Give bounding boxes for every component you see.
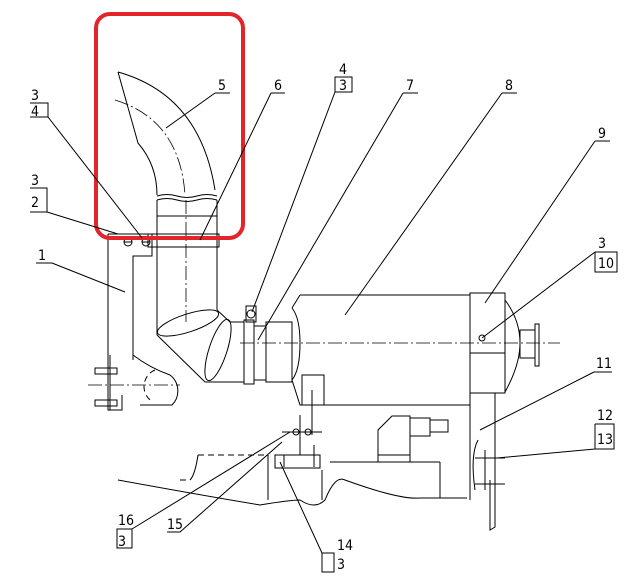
svg-text:16: 16: [118, 513, 134, 529]
svg-text:12: 12: [597, 408, 613, 424]
svg-text:3: 3: [31, 88, 39, 104]
callout-14-3: 14 3: [279, 461, 353, 573]
callout-7: 7: [257, 78, 418, 341]
callout-1: 1: [36, 248, 126, 293]
callout-15: 15: [167, 441, 283, 533]
svg-text:3: 3: [598, 236, 606, 252]
frame: [117, 415, 467, 506]
exhaust-elbow-part-5: [114, 71, 218, 202]
clamp-part-6: [147, 233, 220, 248]
svg-text:13: 13: [597, 432, 613, 448]
exhaust-pipe: [156, 200, 244, 383]
svg-text:3: 3: [118, 534, 126, 550]
callout-8: 8: [344, 78, 517, 316]
svg-text:4: 4: [31, 104, 39, 120]
callout-3-4: 3 4: [30, 88, 143, 239]
svg-text:4: 4: [339, 62, 347, 78]
muffler-part-8: [291, 294, 471, 435]
sensor: [377, 415, 449, 463]
callout-16-3: 16 3: [116, 431, 291, 550]
svg-text:15: 15: [167, 517, 183, 533]
svg-text:2: 2: [31, 195, 39, 211]
svg-text:5: 5: [218, 78, 226, 94]
svg-text:3: 3: [339, 78, 347, 94]
bracket-part-1: [88, 233, 180, 411]
callout-4-3: 4 3: [251, 62, 353, 313]
callout-11: 11: [479, 356, 612, 431]
bracket-part-11: [469, 392, 505, 531]
band-part-9: [469, 292, 540, 394]
callout-3-2: 3 2: [30, 173, 119, 235]
svg-text:7: 7: [406, 78, 414, 94]
svg-text:3: 3: [31, 173, 39, 189]
svg-text:3: 3: [337, 557, 345, 573]
svg-text:8: 8: [505, 78, 513, 94]
callout-5: 5: [165, 78, 230, 129]
callout-3-10: 3 10: [481, 236, 618, 339]
connector-part-7: [243, 305, 301, 385]
callout-6: 6: [199, 78, 285, 241]
svg-text:9: 9: [598, 126, 606, 142]
callout-12-13: 12 13: [496, 408, 615, 459]
callout-9: 9: [484, 126, 610, 304]
svg-text:11: 11: [596, 356, 612, 372]
svg-text:10: 10: [598, 256, 614, 272]
svg-text:14: 14: [337, 538, 353, 554]
svg-text:1: 1: [38, 248, 46, 264]
highlight-box: [94, 12, 245, 240]
svg-text:6: 6: [274, 78, 282, 94]
